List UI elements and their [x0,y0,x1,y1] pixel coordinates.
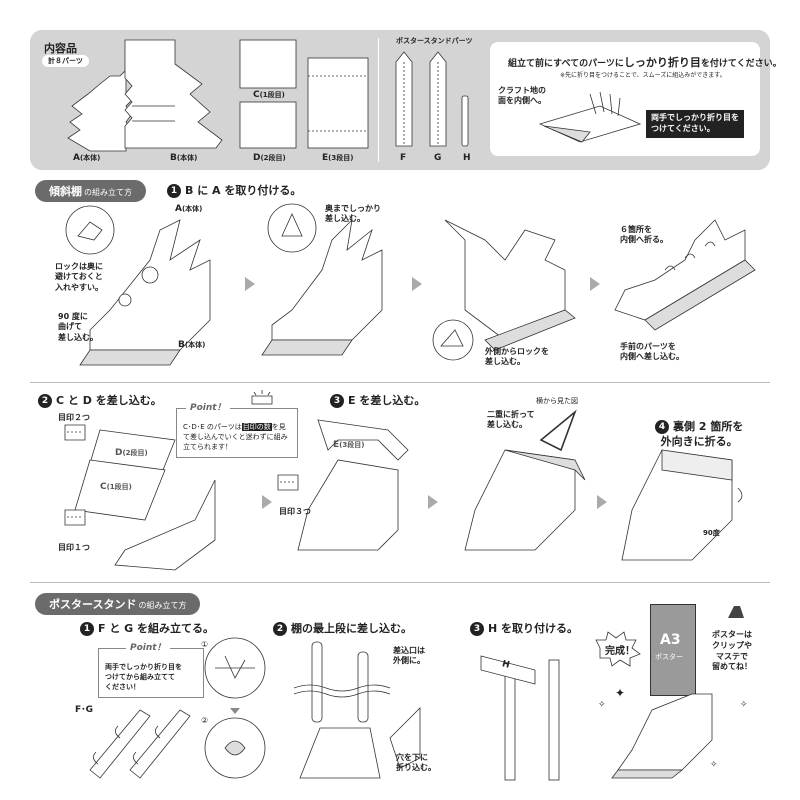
push-in-note: 奥までしっかり 差し込む。 [325,204,381,224]
fold-six-note: ６箇所を 内側へ折る。 [620,225,668,245]
poster-step1-detail [204,637,266,779]
part-h-label: H [463,153,471,163]
mark-one-label: 目印１つ [58,543,90,552]
shelf-step1-drawing-3 [432,219,576,361]
sparkle-icon: ✧ [740,700,748,710]
sparkle-icon: ✦ [615,686,626,700]
poster-a3-sheet [650,604,696,696]
part-d-label: D(2段目) [253,153,286,163]
step1-label-b: B(本体) [178,340,206,350]
part-a-label: A(本体) [73,153,101,163]
poster-section-title: ポスタースタンドの組み立て方 [35,593,201,615]
shelf-step1-drawing-4 [614,219,756,331]
shelf-step1-drawing-2 [261,203,383,356]
done-burst-icon [595,631,641,667]
fold-instruction: 組立て前にすべてのパーツにしっかり折り目を付けてください。 [508,56,782,69]
poster-point-box: 両手でしっかり折り目を つけてから組み立てて ください！ [98,648,204,699]
kraft-note: クラフト地の 面を内側へ。 [498,86,546,106]
part-c-label: C(1段目) [253,90,285,100]
part-d-tag: D(2段目) [115,448,148,458]
part-f-label: F [400,153,407,163]
parts-count-badge: 計８パーツ [42,55,89,67]
sub-step-2-label: ② [201,716,209,725]
lock-outside-note: 外側からロックを 差し込む。 [485,347,549,367]
shelf-section-title: 傾斜棚の組み立て方 [35,180,146,202]
arrow-right-icon [597,495,607,509]
section-divider [30,582,770,583]
sub-step-1-label: ① [201,640,209,649]
finished-stand-drawing [611,693,713,779]
done-label: 完成！ [605,646,635,657]
shelf-step4-drawing [621,449,743,561]
clip-icon [728,606,744,618]
poster-step3-drawing [480,655,560,781]
shelf-point-box: C･D･E のパーツは目印の数を見て差し込んでいくと迷わずに組み立てられます！ [176,408,298,459]
side-view-label: 横から見た図 [536,397,578,405]
clip-note: ポスターは クリップや マステで 留めてね！ [712,630,752,672]
arrow-right-icon [262,495,272,509]
contents-title: 内容品 [44,42,77,55]
fold-note: ※先に折り目をつけることで、スムーズに組込みができます。 [560,72,726,79]
arrow-right-icon [412,277,422,291]
part-g-label: G [434,153,442,163]
section-divider [30,382,770,383]
arrow-right-icon [590,277,600,291]
double-fold-note: 二重に折って 差し込む。 [487,410,535,430]
arrow-right-icon [245,277,255,291]
poster-word-label: ポスター [655,653,683,661]
mark-two-label: 目印２つ [58,413,90,422]
poster-step1-drawing [89,709,191,779]
part-e-label: E(3段目) [322,153,354,163]
poster-parts-drawings [395,51,469,147]
arrow-right-icon [428,495,438,509]
part-b-label: B(本体) [170,153,198,163]
poster-a3-label: A3 [660,632,681,648]
bend-note: 90 度に 曲げて 差し込む。 [58,312,98,342]
fg-label: F･G [75,705,94,715]
front-parts-note: 手前のパーツを 内側へ差し込む。 [620,342,684,362]
shelf-step3-drawing [277,419,409,551]
fold-hands-drawing [538,91,642,143]
shelf-step1-drawing-1 [65,205,211,366]
poster-parts-title: ポスタースタンドパーツ [396,37,473,45]
shelf-double-fold-drawing [464,409,586,551]
both-hands-note: 両手でしっかり折り目を つけてください。 [646,110,744,138]
sparkle-icon: ✧ [598,700,606,710]
part-e-tag: E(3段目) [333,440,365,450]
slot-note: 差込口は 外側に。 [393,646,425,666]
panel-divider [378,38,379,162]
ninety-degree-label: 90度 [703,529,720,537]
part-c-tag: C(1段目) [100,482,132,492]
shelf-point-label: Point！ [186,400,230,413]
mark-three-label: 目印３つ [279,507,311,516]
hole-note: 穴を下に 折り込む。 [396,753,436,773]
poster-step2-drawing [293,641,421,779]
sparkle-icon: ✧ [710,760,718,770]
lock-note: ロックは奥に 避けておくと 入れやすい。 [55,262,103,292]
parts-drawings [67,39,369,152]
point-sparkle-icon [251,390,273,405]
shelf-step2-drawing [64,424,216,571]
step1-label-a: A(本体) [175,204,203,214]
poster-point-label: Point！ [126,640,170,653]
